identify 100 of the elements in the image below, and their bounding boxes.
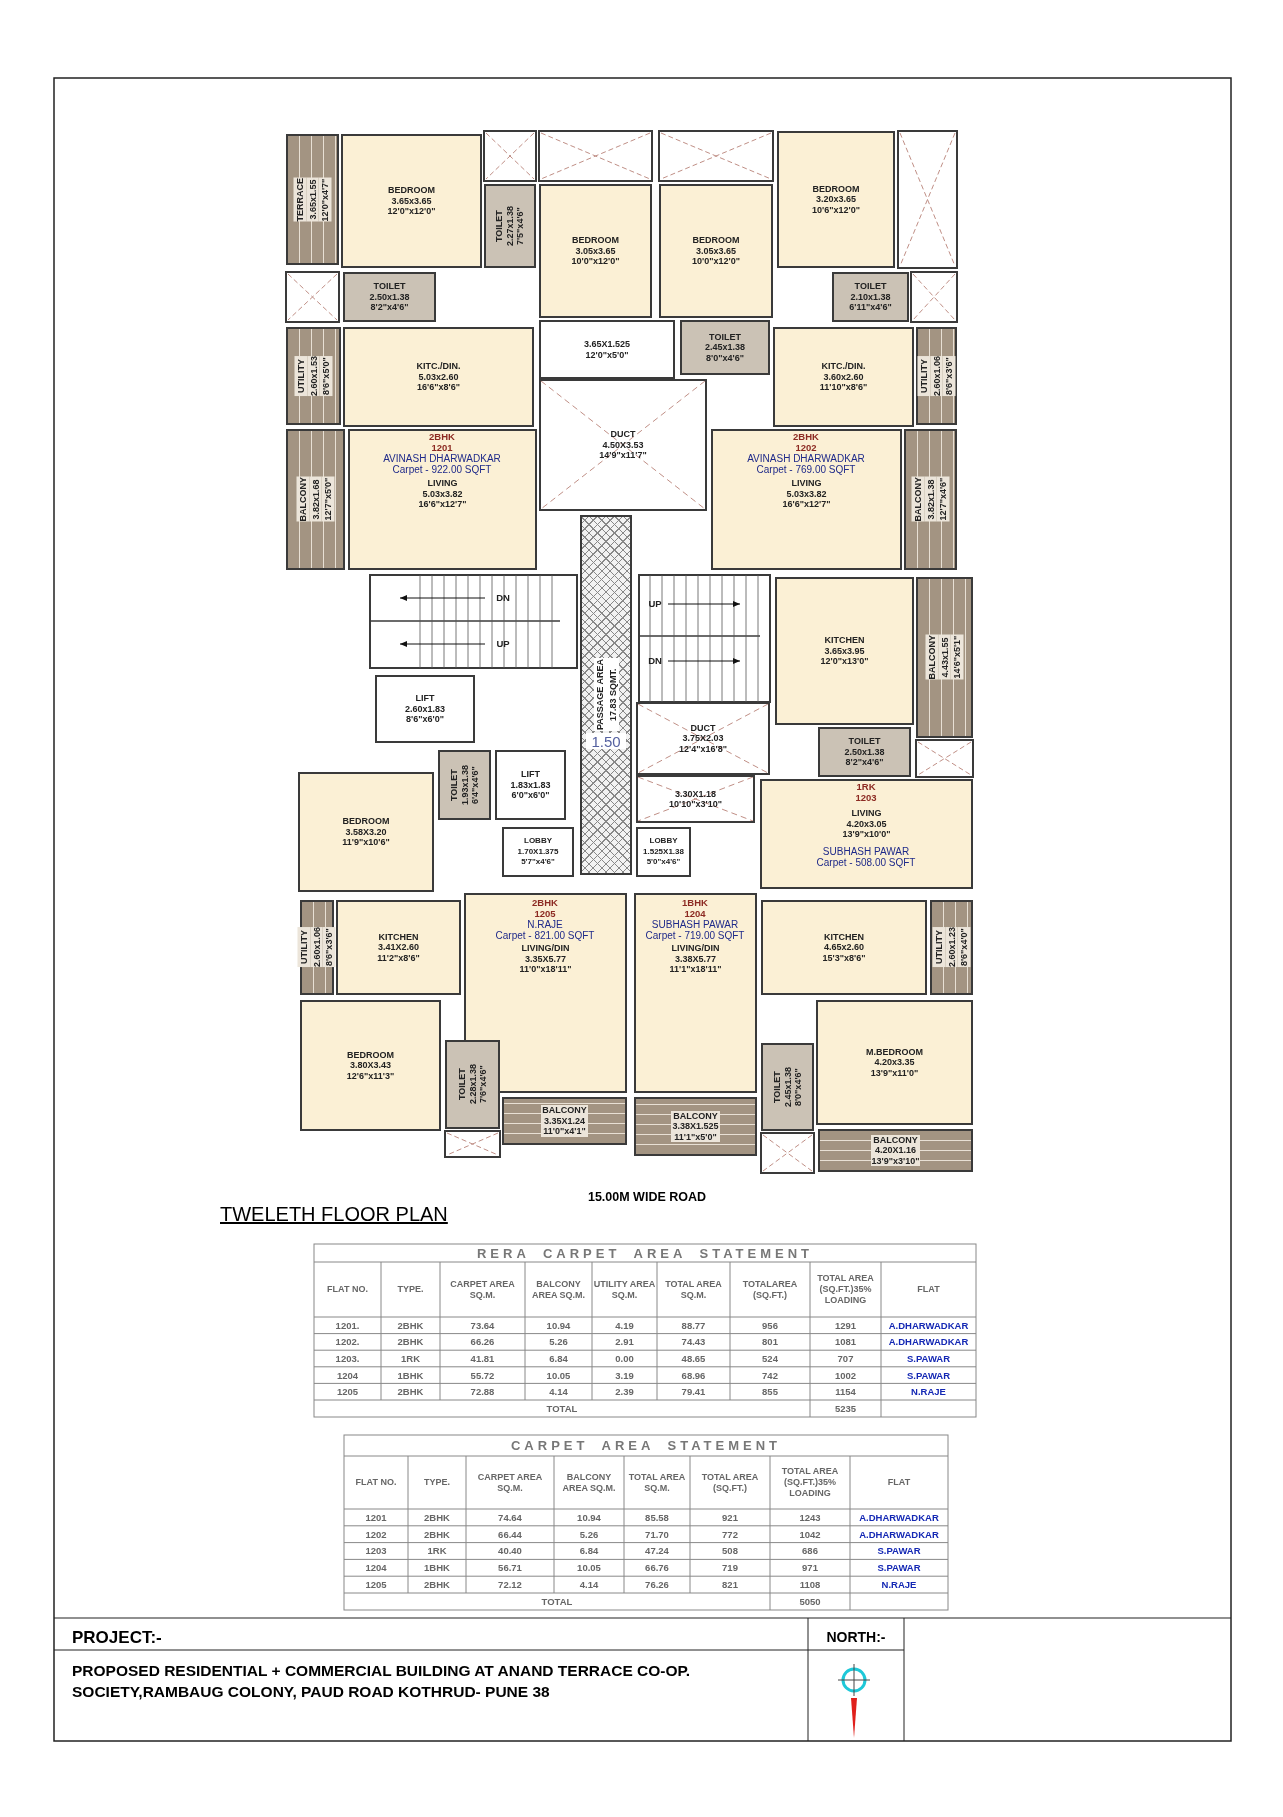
room-name: KITCHEN [377, 931, 420, 943]
room-dimensions: 2.60x1.06 [930, 355, 943, 396]
column-header: TOTAL AREA (SQ.FT.)35% LOADING [780, 1465, 840, 1500]
table-value: 508 [721, 1544, 739, 1559]
table-value: 6.84 [578, 1544, 600, 1559]
owner-name: N.RAJE [880, 1578, 918, 1593]
passage-area [580, 515, 632, 875]
room-name: BEDROOM [571, 235, 620, 246]
room-name: BEDROOM [387, 185, 436, 196]
table-value: 772 [721, 1527, 739, 1542]
owner-name: A.DHARWADKAR [887, 1318, 970, 1333]
room-dimensions: 13'9"x3'10" [870, 1155, 921, 1167]
room-dimensions: 5'0"x4'6" [645, 857, 682, 868]
table-value: 686 [801, 1544, 819, 1559]
table-value: 1002 [833, 1368, 858, 1383]
room-name: LIVING/DIN [670, 943, 721, 954]
table-value: 1204 [335, 1368, 360, 1383]
road-label: 15.00M WIDE ROAD [586, 1190, 708, 1204]
room-dimensions: 6'11"x4'6" [849, 302, 892, 313]
room-dimensions: 14'9"x11'7" [599, 450, 647, 461]
table-value: 10.05 [576, 1561, 602, 1576]
table-value: 68.96 [680, 1368, 707, 1383]
column-header: FLAT NO. [354, 1476, 398, 1489]
room-name: TOILET [456, 1067, 468, 1103]
table-value: 74.43 [680, 1335, 707, 1350]
room-dimensions: 8'6"x5'0" [319, 355, 333, 396]
column-header: CARPET AREA SQ.M. [476, 1470, 544, 1495]
room-dimensions: 2.60x1.23 [945, 927, 958, 968]
room-dimensions: 3.75X2.03 [681, 733, 725, 744]
room-dimensions: 3.65x3.95 [823, 645, 866, 657]
table-value: 48.65 [680, 1352, 707, 1366]
room-name: BALCONY [925, 635, 939, 680]
column-header: TOTAL AREA SQ.M. [664, 1277, 723, 1302]
room-name: LIVING/DIN [520, 943, 571, 954]
room-dimensions: 10'0"x12'0" [692, 256, 740, 267]
owner-name: SUBHASH PAWAR [821, 846, 911, 857]
column-header: BALCONY AREA SQ.M. [561, 1470, 617, 1495]
table-value: 41.81 [469, 1352, 496, 1366]
room-name: TOILET [847, 736, 882, 747]
table-value: 855 [761, 1385, 779, 1400]
room-name: KITC./DIN. [416, 361, 461, 372]
room-dimensions: 13'9"x10'0" [842, 829, 891, 840]
bedroom [659, 184, 773, 318]
owner-name: SUBHASH PAWAR [650, 919, 740, 930]
room-dimensions: 11'9"x10'6" [342, 837, 390, 848]
living-room [348, 429, 537, 570]
room-dimensions: 7'5"x4'6" [515, 206, 526, 246]
room-dimensions: 5.03x3.82 [421, 488, 464, 499]
owner-name: S.PAWAR [905, 1368, 952, 1383]
room-dimensions: 3.35X1.24 [541, 1115, 588, 1127]
owner-name: N.RAJE [910, 1385, 947, 1400]
bedroom [777, 131, 895, 268]
table-value: 2BHK [423, 1578, 451, 1593]
column-header: TYPE. [396, 1283, 425, 1296]
plan-title: TWELETH FLOOR PLAN [220, 1203, 448, 1226]
living-room [711, 429, 902, 570]
room-dimensions: 12'0"x4'7" [318, 177, 332, 222]
room-name: TOILET [448, 768, 460, 803]
bedroom [300, 1000, 441, 1131]
room-dimensions: 3.65X1.525 [583, 339, 630, 350]
room-name: LOBBY [648, 836, 679, 847]
lift [375, 675, 475, 743]
flat-type: 2BHK [428, 431, 456, 442]
room-name: LIVING [850, 808, 883, 819]
room-dimensions: 15'3"x8'6" [822, 952, 866, 964]
table-value: 1205 [364, 1578, 388, 1593]
balcony [286, 429, 345, 570]
room-dimensions: 7'6"x4'6" [477, 1064, 489, 1105]
flat-type: 2BHK [531, 897, 559, 908]
room-name: LIVING [790, 478, 823, 489]
room-name: TOILET [494, 209, 505, 244]
room-dimensions: 12'4"x16'8" [679, 743, 727, 755]
table-value: 1205 [335, 1385, 360, 1400]
carpet-area: Carpet - 922.00 SQFT [362, 464, 522, 475]
table-value: 2.91 [614, 1335, 635, 1350]
room-dimensions: 16'6"x12'7" [782, 499, 831, 510]
table-value: 1BHK [396, 1368, 425, 1383]
stair-direction-text: DN [495, 591, 511, 603]
table-value: 71.70 [644, 1527, 670, 1542]
stair-direction-text: UP [495, 637, 511, 649]
lobby [636, 827, 691, 877]
carpet-area: Carpet - 769.00 SQFT [726, 464, 886, 475]
table-value: 66.76 [644, 1561, 670, 1576]
table-value: 1204 [364, 1561, 388, 1576]
owner-name: A.DHARWADKAR [887, 1335, 970, 1350]
owner-name: S.PAWAR [905, 1352, 952, 1366]
room-dimensions: 3.30X1.18 [673, 788, 717, 799]
table-value: 1201 [364, 1510, 388, 1525]
column-header: FLAT NO. [326, 1283, 369, 1296]
room-dimensions: 2.50x1.38 [844, 746, 885, 758]
stair-direction-text: UP [647, 597, 663, 609]
room-name: M.BEDROOM [866, 1046, 923, 1058]
room-dimensions: 4.20x3.35 [873, 1057, 916, 1068]
room-dimensions: 3.80X3.43 [348, 1060, 392, 1071]
flat-number: 1202 [794, 442, 818, 453]
room-name: LIFT [414, 693, 436, 704]
table-value: 6.84 [548, 1352, 569, 1366]
table-value: 88.77 [680, 1318, 707, 1333]
table-value: 1243 [798, 1510, 822, 1525]
room-name: KITC./DIN. [820, 361, 867, 372]
